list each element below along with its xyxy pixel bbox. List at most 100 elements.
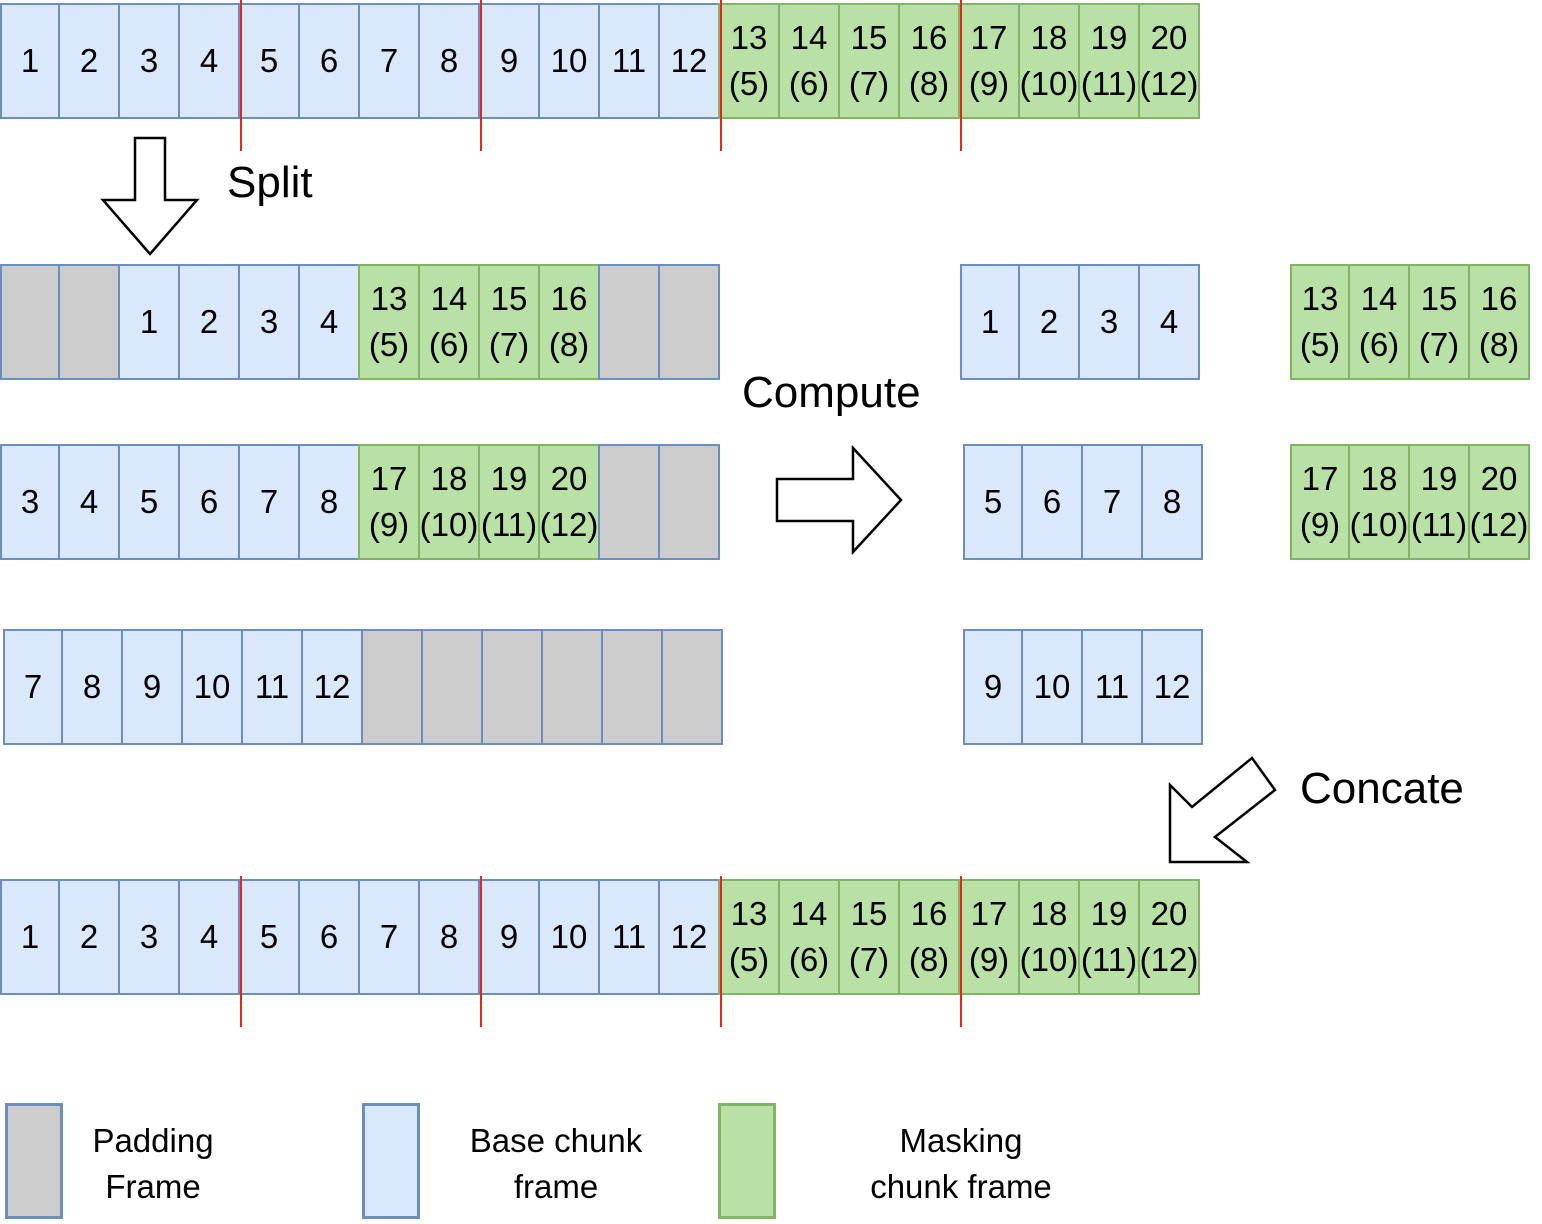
frame-index: 14 xyxy=(790,19,828,57)
frame-index: 13 xyxy=(370,280,408,318)
base-chunk-frame: 12 xyxy=(658,879,720,995)
base-chunk-frame: 3 xyxy=(118,3,180,119)
masking-chunk-frame: 15(7) xyxy=(838,3,900,119)
base-chunk-frame: 10 xyxy=(538,3,600,119)
frame-source-index: (8) xyxy=(908,941,950,978)
masking-chunk-frame: 18(10) xyxy=(418,444,480,560)
frame-index: 15 xyxy=(1420,280,1458,318)
frame-index: 4 xyxy=(199,42,219,80)
frame-index: 11 xyxy=(611,918,647,956)
base-chunk-frame: 3 xyxy=(238,264,300,380)
padding-frame xyxy=(481,629,543,745)
frame-index: 12 xyxy=(313,668,351,706)
frame-source-index: (10) xyxy=(1019,65,1079,102)
frame-index: 9 xyxy=(499,42,519,80)
masking-chunk-frame: 13(5) xyxy=(718,879,780,995)
frame-index: 12 xyxy=(1153,668,1191,706)
frame-index: 20 xyxy=(550,460,588,498)
legend-masking-line1: Masking xyxy=(899,1122,1023,1159)
base-chunk-frame: 5 xyxy=(238,879,300,995)
frame-index: 18 xyxy=(1030,895,1068,933)
frame-source-index: (5) xyxy=(728,65,770,102)
frame-index: 10 xyxy=(550,918,588,956)
frame-source-index: (6) xyxy=(788,65,830,102)
frame-source-index: (8) xyxy=(908,65,950,102)
base-chunk-frame: 11 xyxy=(598,3,660,119)
masking-chunk-frame: 15(7) xyxy=(838,879,900,995)
base-chunk-frame: 5 xyxy=(118,444,180,560)
masking-chunk-frame: 14(6) xyxy=(778,3,840,119)
padding-frame xyxy=(598,264,660,380)
base-chunk-frame: 1 xyxy=(0,879,60,995)
masking-chunk-frame: 20(12) xyxy=(1138,879,1200,995)
frame-index: 4 xyxy=(79,483,99,521)
chunk-boundary-line xyxy=(480,0,482,151)
frame-index: 2 xyxy=(79,42,99,80)
base-chunk-frame: 7 xyxy=(3,629,63,745)
legend-base-line1: Base chunk xyxy=(469,1122,643,1159)
frame-index: 9 xyxy=(142,668,162,706)
frame-source-index: (11) xyxy=(480,506,538,543)
padding-frame xyxy=(661,629,723,745)
frame-index: 12 xyxy=(670,42,708,80)
frame-index: 17 xyxy=(970,19,1008,57)
padding-frame xyxy=(601,629,663,745)
masking-chunk-frame: 15(7) xyxy=(478,264,540,380)
base-chunk-frame: 8 xyxy=(298,444,360,560)
frame-index: 6 xyxy=(199,483,219,521)
compute-label: Compute xyxy=(742,368,921,417)
frame-index: 13 xyxy=(1301,280,1339,318)
frame-index: 19 xyxy=(1420,460,1458,498)
frame-index: 13 xyxy=(730,19,768,57)
masking-chunk-frame: 13(5) xyxy=(358,264,420,380)
frame-source-index: (7) xyxy=(488,326,530,363)
base-chunk-frame: 8 xyxy=(418,879,480,995)
frame-index: 11 xyxy=(254,668,290,706)
base-chunk-frame: 8 xyxy=(61,629,123,745)
base-chunk-frame: 8 xyxy=(418,3,480,119)
concate-label: Concate xyxy=(1300,764,1464,813)
base-chunk-frame: 10 xyxy=(538,879,600,995)
frame-index: 11 xyxy=(611,42,647,80)
frame-source-index: (6) xyxy=(428,326,470,363)
padding-frame xyxy=(58,264,120,380)
frame-index: 8 xyxy=(439,918,459,956)
frame-source-index: (11) xyxy=(1080,65,1138,102)
base-chunk-frame: 7 xyxy=(238,444,300,560)
frame-index: 4 xyxy=(1159,303,1179,341)
base-chunk-frame: 3 xyxy=(0,444,60,560)
frame-index: 4 xyxy=(319,303,339,341)
base-chunk-frame: 9 xyxy=(963,629,1023,745)
masking-chunk-frame: 14(6) xyxy=(418,264,480,380)
frame-index: 2 xyxy=(199,303,219,341)
chunk-boundary-line xyxy=(240,0,242,151)
frame-index: 9 xyxy=(499,918,519,956)
frame-index: 13 xyxy=(730,895,768,933)
base-chunk-frame: 11 xyxy=(1081,629,1143,745)
base-chunk-frame: 2 xyxy=(178,264,240,380)
frame-source-index: (6) xyxy=(788,941,830,978)
base-chunk-frame: 2 xyxy=(1018,264,1080,380)
chunk-boundary-line xyxy=(720,876,722,1027)
frame-source-index: (5) xyxy=(728,941,770,978)
frame-index: 1 xyxy=(980,303,1000,341)
frame-index: 3 xyxy=(20,483,40,521)
frame-index: 19 xyxy=(1090,19,1128,57)
padding-frame xyxy=(361,629,423,745)
frame-index: 17 xyxy=(970,895,1008,933)
base-chunk-frame: 5 xyxy=(963,444,1023,560)
frame-index: 18 xyxy=(430,460,468,498)
base-chunk-frame: 3 xyxy=(118,879,180,995)
frame-index: 17 xyxy=(370,460,408,498)
masking-chunk-frame: 17(9) xyxy=(958,879,1020,995)
masking-chunk-frame: 18(10) xyxy=(1018,3,1080,119)
frame-index: 3 xyxy=(139,918,159,956)
base-chunk-frame: 9 xyxy=(478,879,540,995)
frame-source-index: (9) xyxy=(368,506,410,543)
masking-chunk-frame: 17(9) xyxy=(358,444,420,560)
frame-source-index: (11) xyxy=(1410,506,1468,543)
